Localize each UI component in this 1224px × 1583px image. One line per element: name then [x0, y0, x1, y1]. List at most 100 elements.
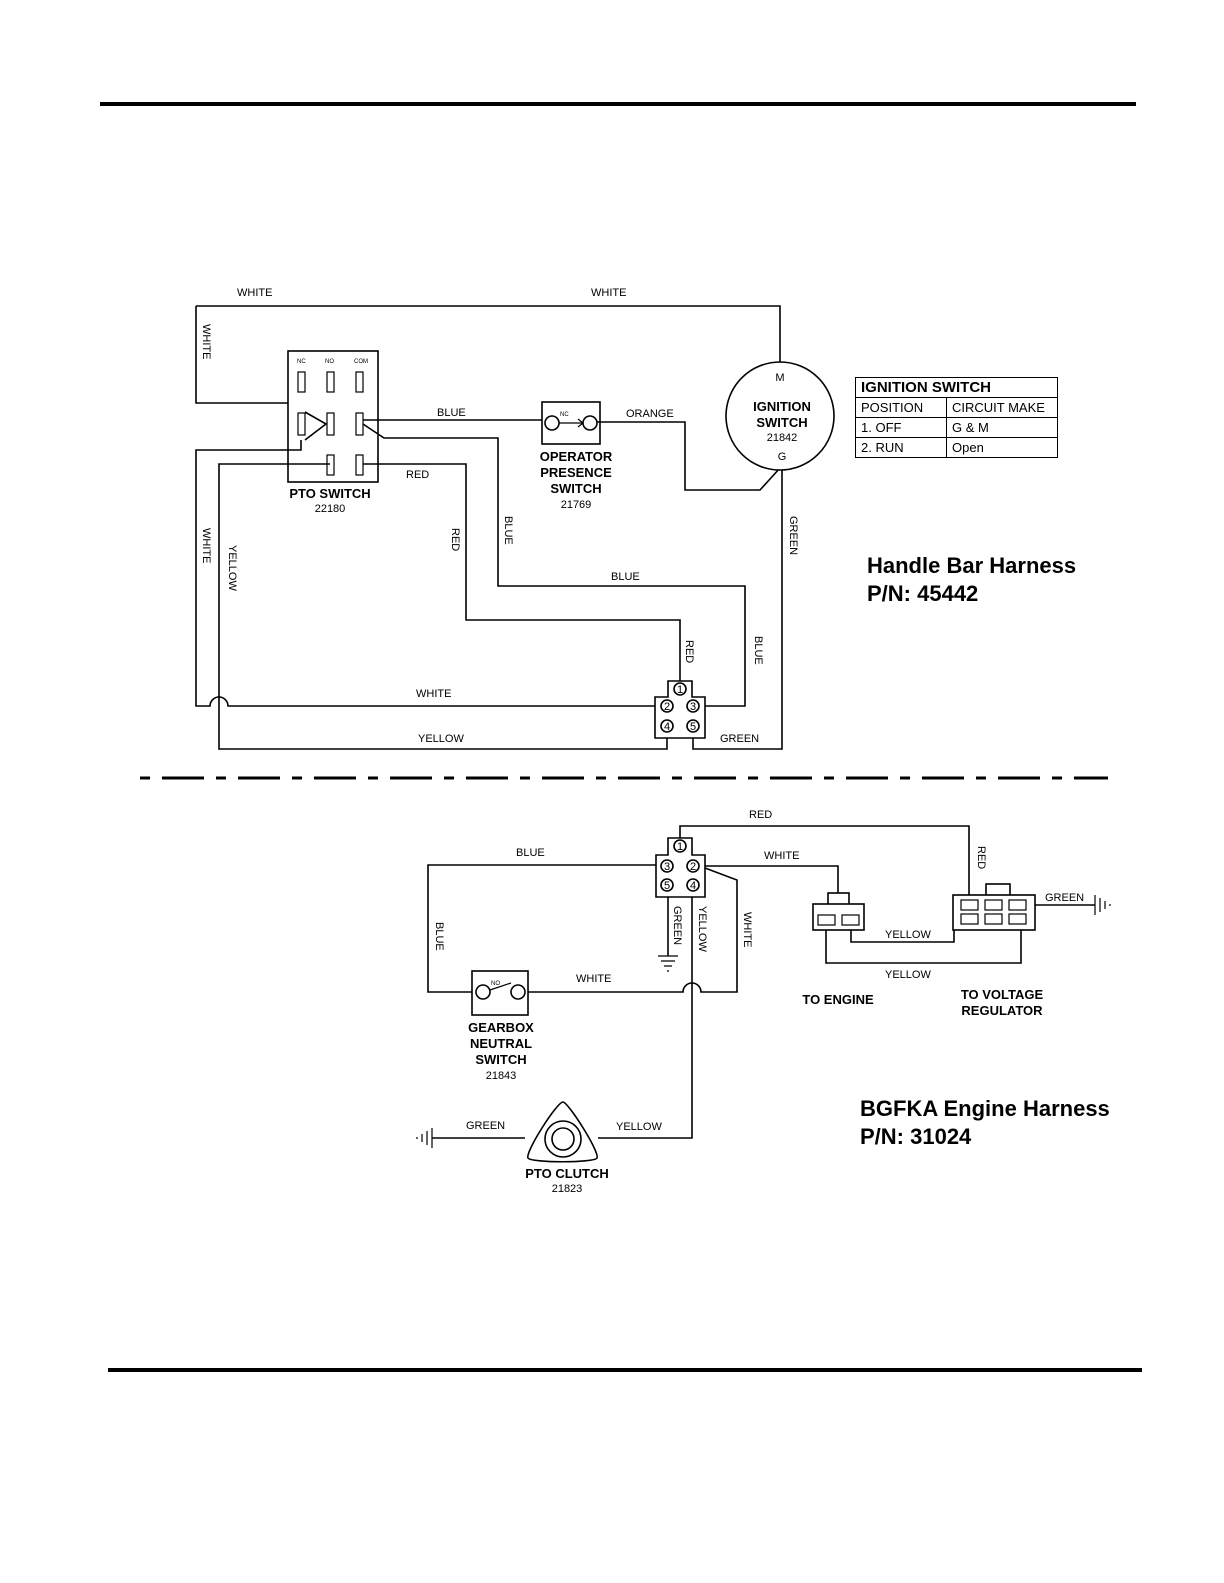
label-white-left: WHITE	[200, 528, 212, 563]
connector-pin-label: 5	[664, 880, 670, 892]
bottom-rule	[108, 1368, 1142, 1372]
ignition-label-line2: SWITCH	[756, 415, 807, 430]
connector-pin	[686, 859, 700, 873]
regulator-ground-symbol	[1094, 895, 1111, 915]
pto-clutch-inner-ring	[551, 1127, 575, 1151]
pto-switch-body	[287, 350, 379, 483]
engine-connector-body	[812, 903, 865, 931]
vr-connector-cavity	[984, 899, 1003, 911]
gearbox-part: 21843	[486, 1070, 517, 1082]
connector-pin	[673, 839, 687, 853]
vr-label-line1: TO VOLTAGE	[961, 987, 1044, 1002]
label-white-top-right: WHITE	[591, 287, 626, 299]
ignition-terminal-m: M	[775, 372, 784, 384]
ops-label-line3: SWITCH	[550, 481, 601, 496]
label-yellow-bottom: YELLOW	[885, 969, 931, 981]
table-cell: Open	[946, 437, 1058, 458]
engine-connector-cavity	[841, 914, 860, 926]
pto-clutch-part: 21823	[552, 1183, 583, 1195]
connector-pin	[686, 878, 700, 892]
pto-clutch: GREEN PTO CLUTCH 21823	[416, 1101, 609, 1195]
vr-label-line2: REGULATOR	[961, 1003, 1043, 1018]
vr-connector-cavity	[1008, 899, 1027, 911]
connector-pin-label: 2	[690, 861, 696, 873]
label-blue-right: BLUE	[752, 636, 764, 665]
pto-terminal-nc: NC	[297, 359, 306, 365]
label-green-bottom: GREEN	[720, 733, 759, 745]
connector-pin	[660, 878, 674, 892]
ops-contact-type: NC	[560, 412, 569, 418]
engine-harness-diagram: RED RED BLUE BLUE WHITE GREEN YELLOW YEL…	[416, 809, 1111, 1195]
table-cell: G & M	[946, 417, 1058, 438]
handlebar-connector: 1 2 3 4 5	[654, 680, 706, 739]
ops-label-line2: PRESENCE	[540, 465, 612, 480]
engine-harness-connector: 1 3 2 5 4	[655, 837, 706, 898]
table-cell: 1. OFF	[855, 417, 947, 438]
gearbox-label-line1: GEARBOX	[468, 1020, 534, 1035]
table-cell: 2. RUN	[855, 437, 947, 458]
pto-internal-jumper	[304, 411, 328, 441]
handlebar-harness-diagram: WHITE WHITE WHITE NC NO COM PTO SWITCH 2…	[195, 287, 835, 750]
table-row: 2. RUN Open	[855, 437, 1058, 458]
voltage-regulator-connector: TO VOLTAGE REGULATOR	[952, 883, 1044, 1018]
pto-terminal	[326, 371, 335, 393]
label-white-left-top: WHITE	[200, 324, 212, 359]
ignition-switch: M IGNITION SWITCH 21842 G	[725, 361, 835, 471]
ignition-switch-body	[725, 361, 835, 471]
label-white-bottom: WHITE	[416, 688, 451, 700]
connector-pin-label: 4	[664, 721, 670, 733]
engine-harness-part-number: P/N: 31024	[860, 1124, 972, 1149]
wire-white-engine	[705, 865, 839, 893]
connector-pin-label: 1	[677, 684, 683, 696]
pto-switch: NC NO COM PTO SWITCH 22180	[287, 350, 379, 515]
wire-yellow-clutch	[598, 895, 693, 1139]
connector-pin	[660, 719, 674, 733]
vr-connector-cavity	[960, 913, 979, 925]
wire-white-left	[195, 440, 657, 707]
connector-pin-label: 5	[690, 721, 696, 733]
label-white-vertical: WHITE	[741, 912, 753, 947]
connector-pin	[673, 682, 687, 696]
ground-symbol	[658, 955, 678, 972]
label-blue: BLUE	[437, 407, 466, 419]
ignition-terminal-g: G	[778, 451, 787, 463]
pto-switch-label: PTO SWITCH	[289, 486, 370, 501]
ops-contact	[544, 415, 560, 431]
connector-pin	[660, 699, 674, 713]
gearbox-neutral-switch: NO GEARBOX NEUTRAL SWITCH 21843	[468, 970, 534, 1082]
label-yellow-engine: YELLOW	[885, 929, 931, 941]
gearbox-label-line3: SWITCH	[475, 1052, 526, 1067]
connector-pin	[686, 699, 700, 713]
connector-pin-label: 4	[690, 880, 696, 892]
label-blue-left: BLUE	[433, 922, 445, 951]
wire-white-gearbox	[527, 867, 738, 993]
pto-terminal	[297, 412, 306, 436]
wire-orange	[597, 421, 781, 491]
engine-harness-title-block: BGFKA Engine Harness P/N: 31024	[860, 1095, 1110, 1151]
label-white-top: WHITE	[764, 850, 799, 862]
gearbox-label-line2: NEUTRAL	[470, 1036, 532, 1051]
pto-terminal	[355, 371, 364, 393]
ignition-table-title: IGNITION SWITCH	[855, 377, 1058, 398]
pto-terminal-no: NO	[325, 359, 334, 365]
ops-part: 21769	[561, 499, 592, 511]
gearbox-contact-type: NO	[491, 981, 500, 987]
label-blue-top: BLUE	[516, 847, 545, 859]
vr-connector-cavity	[960, 899, 979, 911]
vr-connector-cavity	[1008, 913, 1027, 925]
wire-red	[363, 463, 681, 683]
connector-pin-label: 3	[690, 701, 696, 713]
ignition-label-line1: IGNITION	[753, 399, 811, 414]
label-blue-horizontal: BLUE	[611, 571, 640, 583]
handlebar-harness-part-number: P/N: 45442	[867, 581, 979, 606]
label-red: RED	[406, 469, 429, 481]
ops-contact-arrow	[577, 418, 584, 428]
wire-red-top	[679, 825, 970, 900]
vr-connector-cavity	[984, 913, 1003, 925]
ignition-switch-table: IGNITION SWITCH POSITION CIRCUIT MAKE 1.…	[855, 377, 1058, 458]
label-green-vertical: GREEN	[671, 906, 683, 945]
label-white-mid: WHITE	[576, 973, 611, 985]
handlebar-harness-title: Handle Bar Harness	[867, 553, 1077, 578]
label-green-clutch: GREEN	[466, 1120, 505, 1132]
gearbox-contact	[510, 984, 526, 1000]
